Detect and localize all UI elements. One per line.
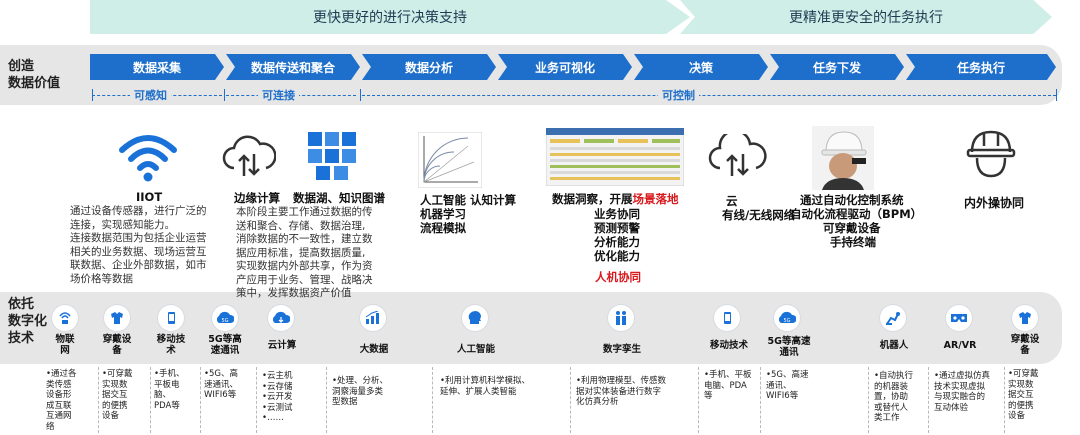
row-label-value: 创造数据价值 xyxy=(8,59,61,91)
phase-tick xyxy=(360,89,361,101)
phase-line-control xyxy=(362,95,1056,96)
human-machine-collab: 人机协同 xyxy=(595,270,641,284)
digital-twin-icon xyxy=(608,305,634,331)
bpm-line: 自动化流程驱动（BPM） xyxy=(790,207,923,221)
tech-desc-wearable: •可穿戴 实现数 据交互 的便携 设备 xyxy=(102,369,133,421)
phase-connect: 可连接 xyxy=(258,87,299,103)
insight-capabilities: 业务协同预测预警分析能力优化能力 xyxy=(594,207,640,263)
analysis-chart-thumbnail xyxy=(418,132,482,188)
divider xyxy=(200,367,201,433)
row-label-tech: 依托数字化技术 xyxy=(8,297,48,346)
wifi-icon xyxy=(119,135,177,182)
divider xyxy=(98,367,99,433)
step-task-execution: 任务执行 xyxy=(906,54,1056,80)
cloud-sync-icon xyxy=(222,135,276,176)
tech-label-mobile: 移动技 术 xyxy=(156,334,186,356)
tech-desc-digital-twin: •利用物理模型、传感数 据对实体装备进行数字 化仿真分析 xyxy=(576,376,667,407)
iiot-title: IIOT xyxy=(136,190,163,204)
divider xyxy=(868,367,869,433)
tech-desc-mobile: •手机、 平板电 脑、 PDA等 xyxy=(154,369,185,411)
tech-label-ai: 人工智能 xyxy=(456,344,495,355)
worker-helmet-icon xyxy=(966,130,1016,178)
divider xyxy=(150,367,151,433)
cloud-network-icon xyxy=(708,134,767,176)
tech-label-cloud: 云计算 xyxy=(267,340,297,351)
step-visualization: 业务可视化 xyxy=(498,54,632,80)
tech-label-iot: 物联 网 xyxy=(55,334,75,356)
step-task-dispatch: 任务下发 xyxy=(770,54,904,80)
network-label: 有线/无线网络 xyxy=(722,208,796,222)
tech-label-big-data: 大数据 xyxy=(359,344,389,355)
divider xyxy=(760,367,761,433)
step-data-analysis: 数据分析 xyxy=(362,54,496,80)
step-decision: 决策 xyxy=(634,54,768,80)
mobile-icon xyxy=(158,305,184,331)
divider xyxy=(432,367,433,433)
phase-control: 可控制 xyxy=(658,87,699,103)
tech-desc-wearable-device: •可穿戴 实现数 据交互 的便携 设备 xyxy=(1008,369,1039,421)
dashboard-thumbnail xyxy=(546,128,684,186)
tech-label-robot: 机器人 xyxy=(879,340,909,351)
5g-comm-icon: 5G xyxy=(774,305,800,331)
divider xyxy=(570,367,571,433)
phase-perceive: 可感知 xyxy=(130,87,171,103)
big-data-icon xyxy=(360,305,386,331)
robot-icon xyxy=(880,305,906,331)
tech-label-5g: 5G等高 速通讯 xyxy=(208,334,242,356)
phase-tick xyxy=(224,89,225,101)
data-lake-cubes-icon xyxy=(308,132,356,180)
cloud-label: 云 xyxy=(726,194,738,208)
5g-icon: 5G xyxy=(212,305,238,331)
mobile-tech-icon xyxy=(714,305,740,331)
divider xyxy=(1004,367,1005,433)
ar-vr-icon xyxy=(946,305,972,331)
tech-label-wearable: 穿戴设 备 xyxy=(102,334,132,356)
svg-text:5G: 5G xyxy=(221,318,228,324)
tech-desc-5g-comm: •5G、高速 通讯、 WIFI6等 xyxy=(766,370,809,401)
data-lake-title: 数据湖、知识图谱 xyxy=(293,191,385,205)
tech-label-wearable-device: 穿戴设 备 xyxy=(1010,334,1040,356)
svg-text:5G: 5G xyxy=(783,318,790,324)
phase-tick xyxy=(1056,89,1057,101)
tech-desc-ai: •利用计算机科学模拟、 延伸、扩展人类智能 xyxy=(440,376,531,397)
banner-task-execution: 更精准更安全的任务执行 xyxy=(680,0,1052,34)
cloud-computing-icon xyxy=(268,305,294,331)
divider xyxy=(928,367,929,433)
wearable-worker-photo xyxy=(812,126,874,190)
iiot-description: 通过设备传感器，进行广泛的连接，实现感知能力。连接数据范围为包括企业运营 相关的… xyxy=(70,205,207,285)
edge-computing-title: 边缘计算 xyxy=(234,191,280,205)
tech-desc-ar-vr: •通过虚拟仿真 技术实现虚拟 与现实融合的 互动体验 xyxy=(934,371,991,413)
banner-decision-support: 更快更好的进行决策支持 xyxy=(90,0,690,34)
tech-desc-5g: •5G、高 速通讯、 WIFI6等 xyxy=(204,369,239,400)
ai-icon xyxy=(462,305,488,331)
inner-outer-cooperation: 内外操协同 xyxy=(964,196,1025,210)
wearable-device-icon xyxy=(1012,305,1038,331)
tech-desc-big-data: •处理、分析、 洞察海量多类 型数据 xyxy=(332,376,389,407)
insight-line: 数据洞察，开展场景落地 xyxy=(552,192,679,206)
tech-desc-robot: •自动执行 的机器装 置，协助 或替代人 类工作 xyxy=(874,371,914,423)
automation-capabilities: 通过自动化控制系统 xyxy=(800,193,904,207)
tech-desc-iot: •通过各 类传感 设备形 成互联 互通网 络 xyxy=(46,369,77,432)
handheld-line: 手持终端 xyxy=(830,235,876,249)
tech-desc-mobile-tech: •手机、平板 电脑、PDA 等 xyxy=(704,370,752,401)
divider xyxy=(256,367,257,433)
tech-label-digital-twin: 数字孪生 xyxy=(602,344,641,355)
ai-capabilities: 人工智能 认知计算机器学习流程模拟 xyxy=(420,193,517,235)
divider xyxy=(698,367,699,433)
wearable-icon xyxy=(104,305,130,331)
tech-label-ar-vr: AR/VR xyxy=(943,340,977,351)
divider xyxy=(326,367,327,433)
step-transmission-aggregation: 数据传送和聚合 xyxy=(226,54,360,80)
tech-label-5g-comm: 5G等高速 通讯 xyxy=(767,336,811,358)
tech-label-mobile-tech: 移动技术 xyxy=(709,340,748,351)
iot-icon xyxy=(52,305,78,331)
aggregation-description: 本阶段主要工作通过数据的传送和聚合、存储、数据治理,消除数据的不一致性，建立数 … xyxy=(236,206,373,299)
step-data-collection: 数据采集 xyxy=(90,54,224,80)
tech-desc-cloud: •云主机 •云存储 •云开发 •云测试 •…… xyxy=(262,371,293,423)
wearable-line: 可穿戴设备 xyxy=(823,221,881,235)
